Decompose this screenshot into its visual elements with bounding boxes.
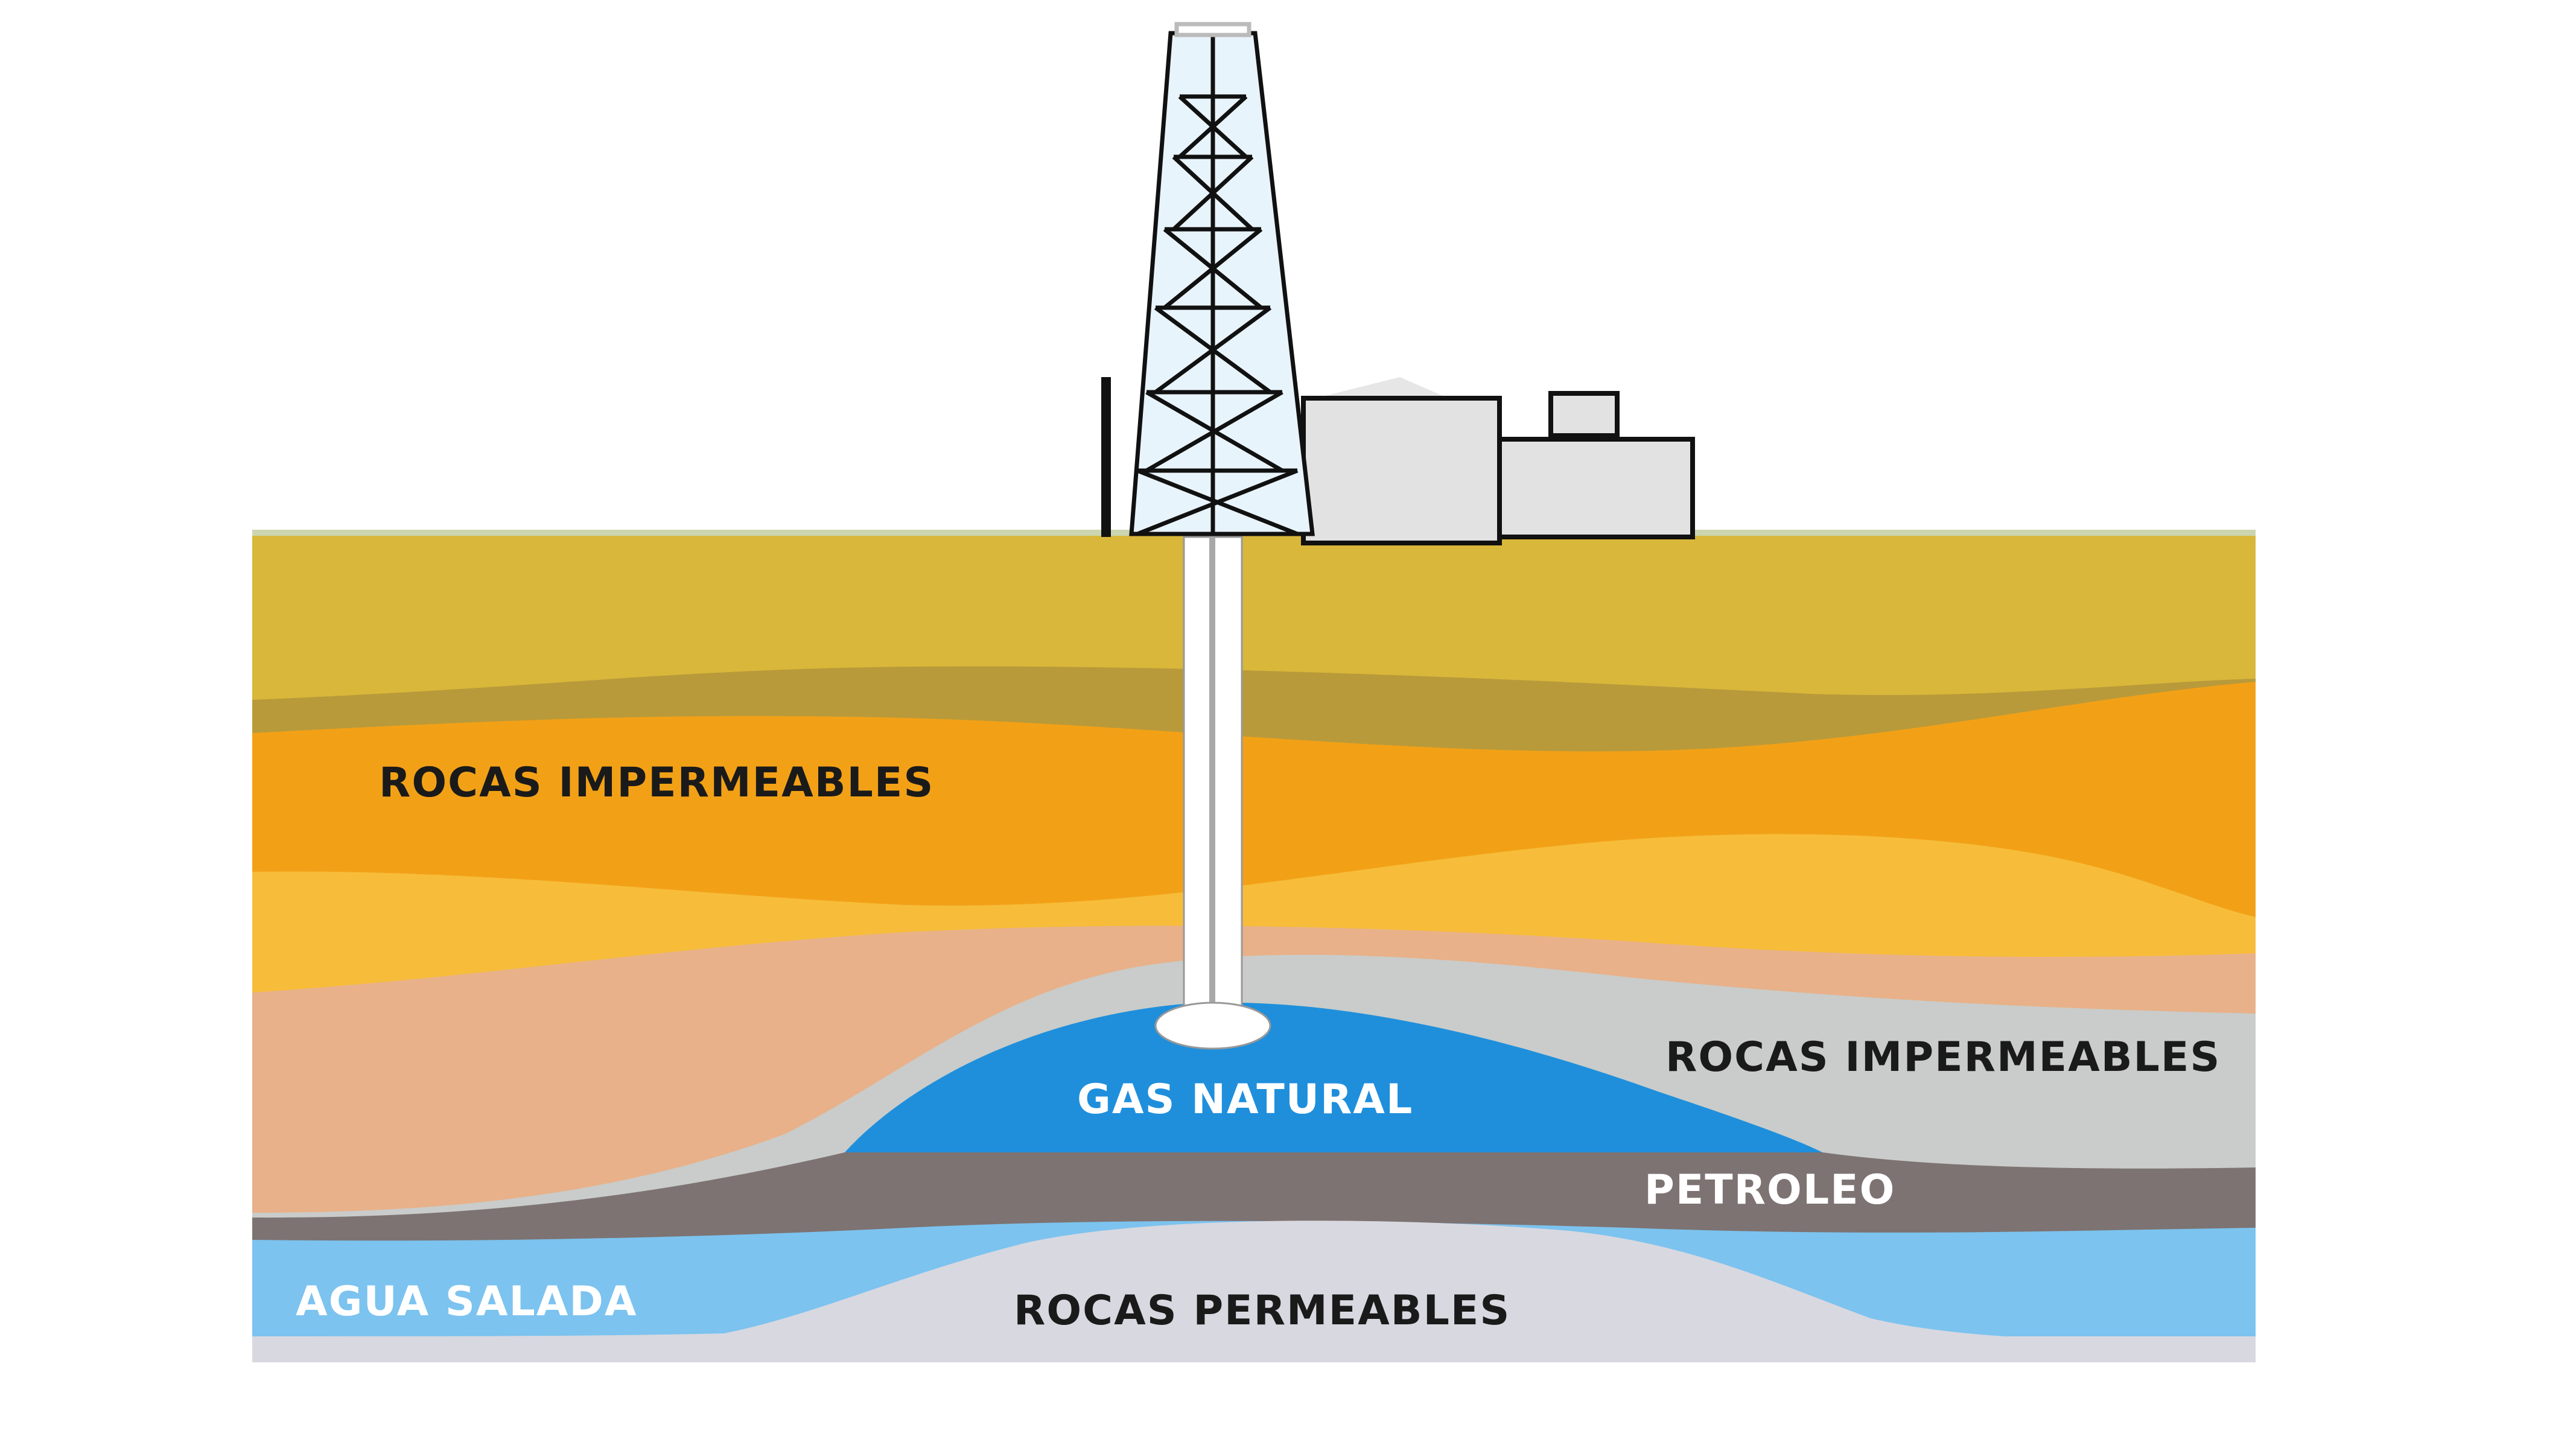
label-petroleo: PETROLEO bbox=[1644, 1166, 1895, 1214]
wellbore-icon bbox=[1154, 536, 1271, 1050]
bottom-strip bbox=[252, 1336, 2256, 1362]
label-gas-natural: GAS NATURAL bbox=[1077, 1076, 1413, 1123]
label-rocas-permeables: ROCAS PERMEABLES bbox=[1014, 1287, 1510, 1335]
exhaust-stack-icon bbox=[1101, 377, 1111, 537]
layer-permeable-rock bbox=[252, 1221, 2256, 1362]
drilling-derrick-icon bbox=[1129, 22, 1315, 536]
label-rocas-impermeables-upper: ROCAS IMPERMEABLES bbox=[379, 759, 934, 807]
label-rocas-impermeables-right: ROCAS IMPERMEABLES bbox=[1665, 1034, 2221, 1081]
processing-plant-icon bbox=[1301, 377, 1695, 545]
layer-natural-gas bbox=[845, 1002, 1822, 1152]
label-agua-salada: AGUA SALADA bbox=[296, 1278, 638, 1326]
